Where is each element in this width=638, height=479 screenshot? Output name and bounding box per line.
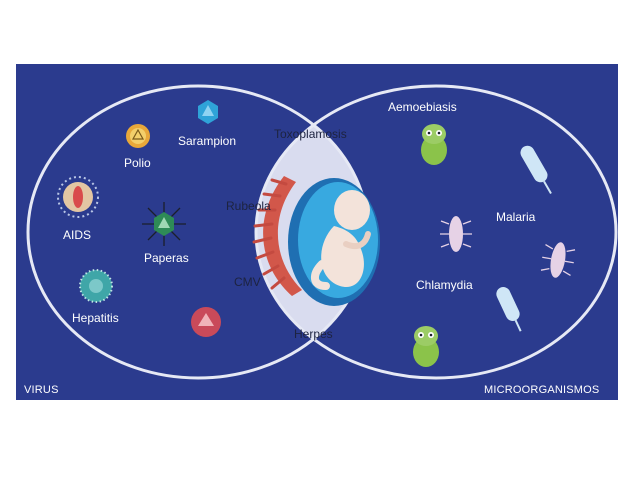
label-herpes: Herpes [294,327,333,341]
plasmodium-icon [496,287,522,332]
label-aemoebiasis: Aemoebiasis [388,100,457,114]
microorganismos-circle [254,84,618,380]
set-label-microorganismos: MICROORGANISMOS [484,384,600,396]
aids-virus-icon [57,176,99,218]
amoeba-icon [413,326,439,367]
label-hepatitis: Hepatitis [72,311,119,325]
bacterium-icon [440,216,472,252]
label-rubeola: Rubeola [226,199,271,213]
paperas-virus-icon [142,202,186,246]
sarampion-virus-icon [198,100,218,124]
fetus-in-womb-icon [252,176,380,306]
venn-diagram-panel: Polio Sarampion AIDS Paperas Hepatitis T… [16,64,618,400]
set-label-virus: VIRUS [24,384,59,396]
label-chlamydia: Chlamydia [416,278,473,292]
bacterium-icon [540,242,576,278]
label-polio: Polio [124,156,151,170]
label-malaria: Malaria [496,210,536,224]
virus-icon [191,307,221,337]
label-aids: AIDS [63,228,92,242]
label-cmv: CMV [234,275,261,289]
venn-diagram [26,84,618,380]
polio-virus-icon [126,124,150,148]
plasmodium-icon [520,145,552,194]
label-paperas: Paperas [144,251,189,265]
label-toxoplamosis: Toxoplamosis [274,127,347,141]
hepatitis-virus-icon [79,269,113,303]
amoeba-icon [421,124,447,165]
label-sarampion: Sarampion [178,134,237,148]
